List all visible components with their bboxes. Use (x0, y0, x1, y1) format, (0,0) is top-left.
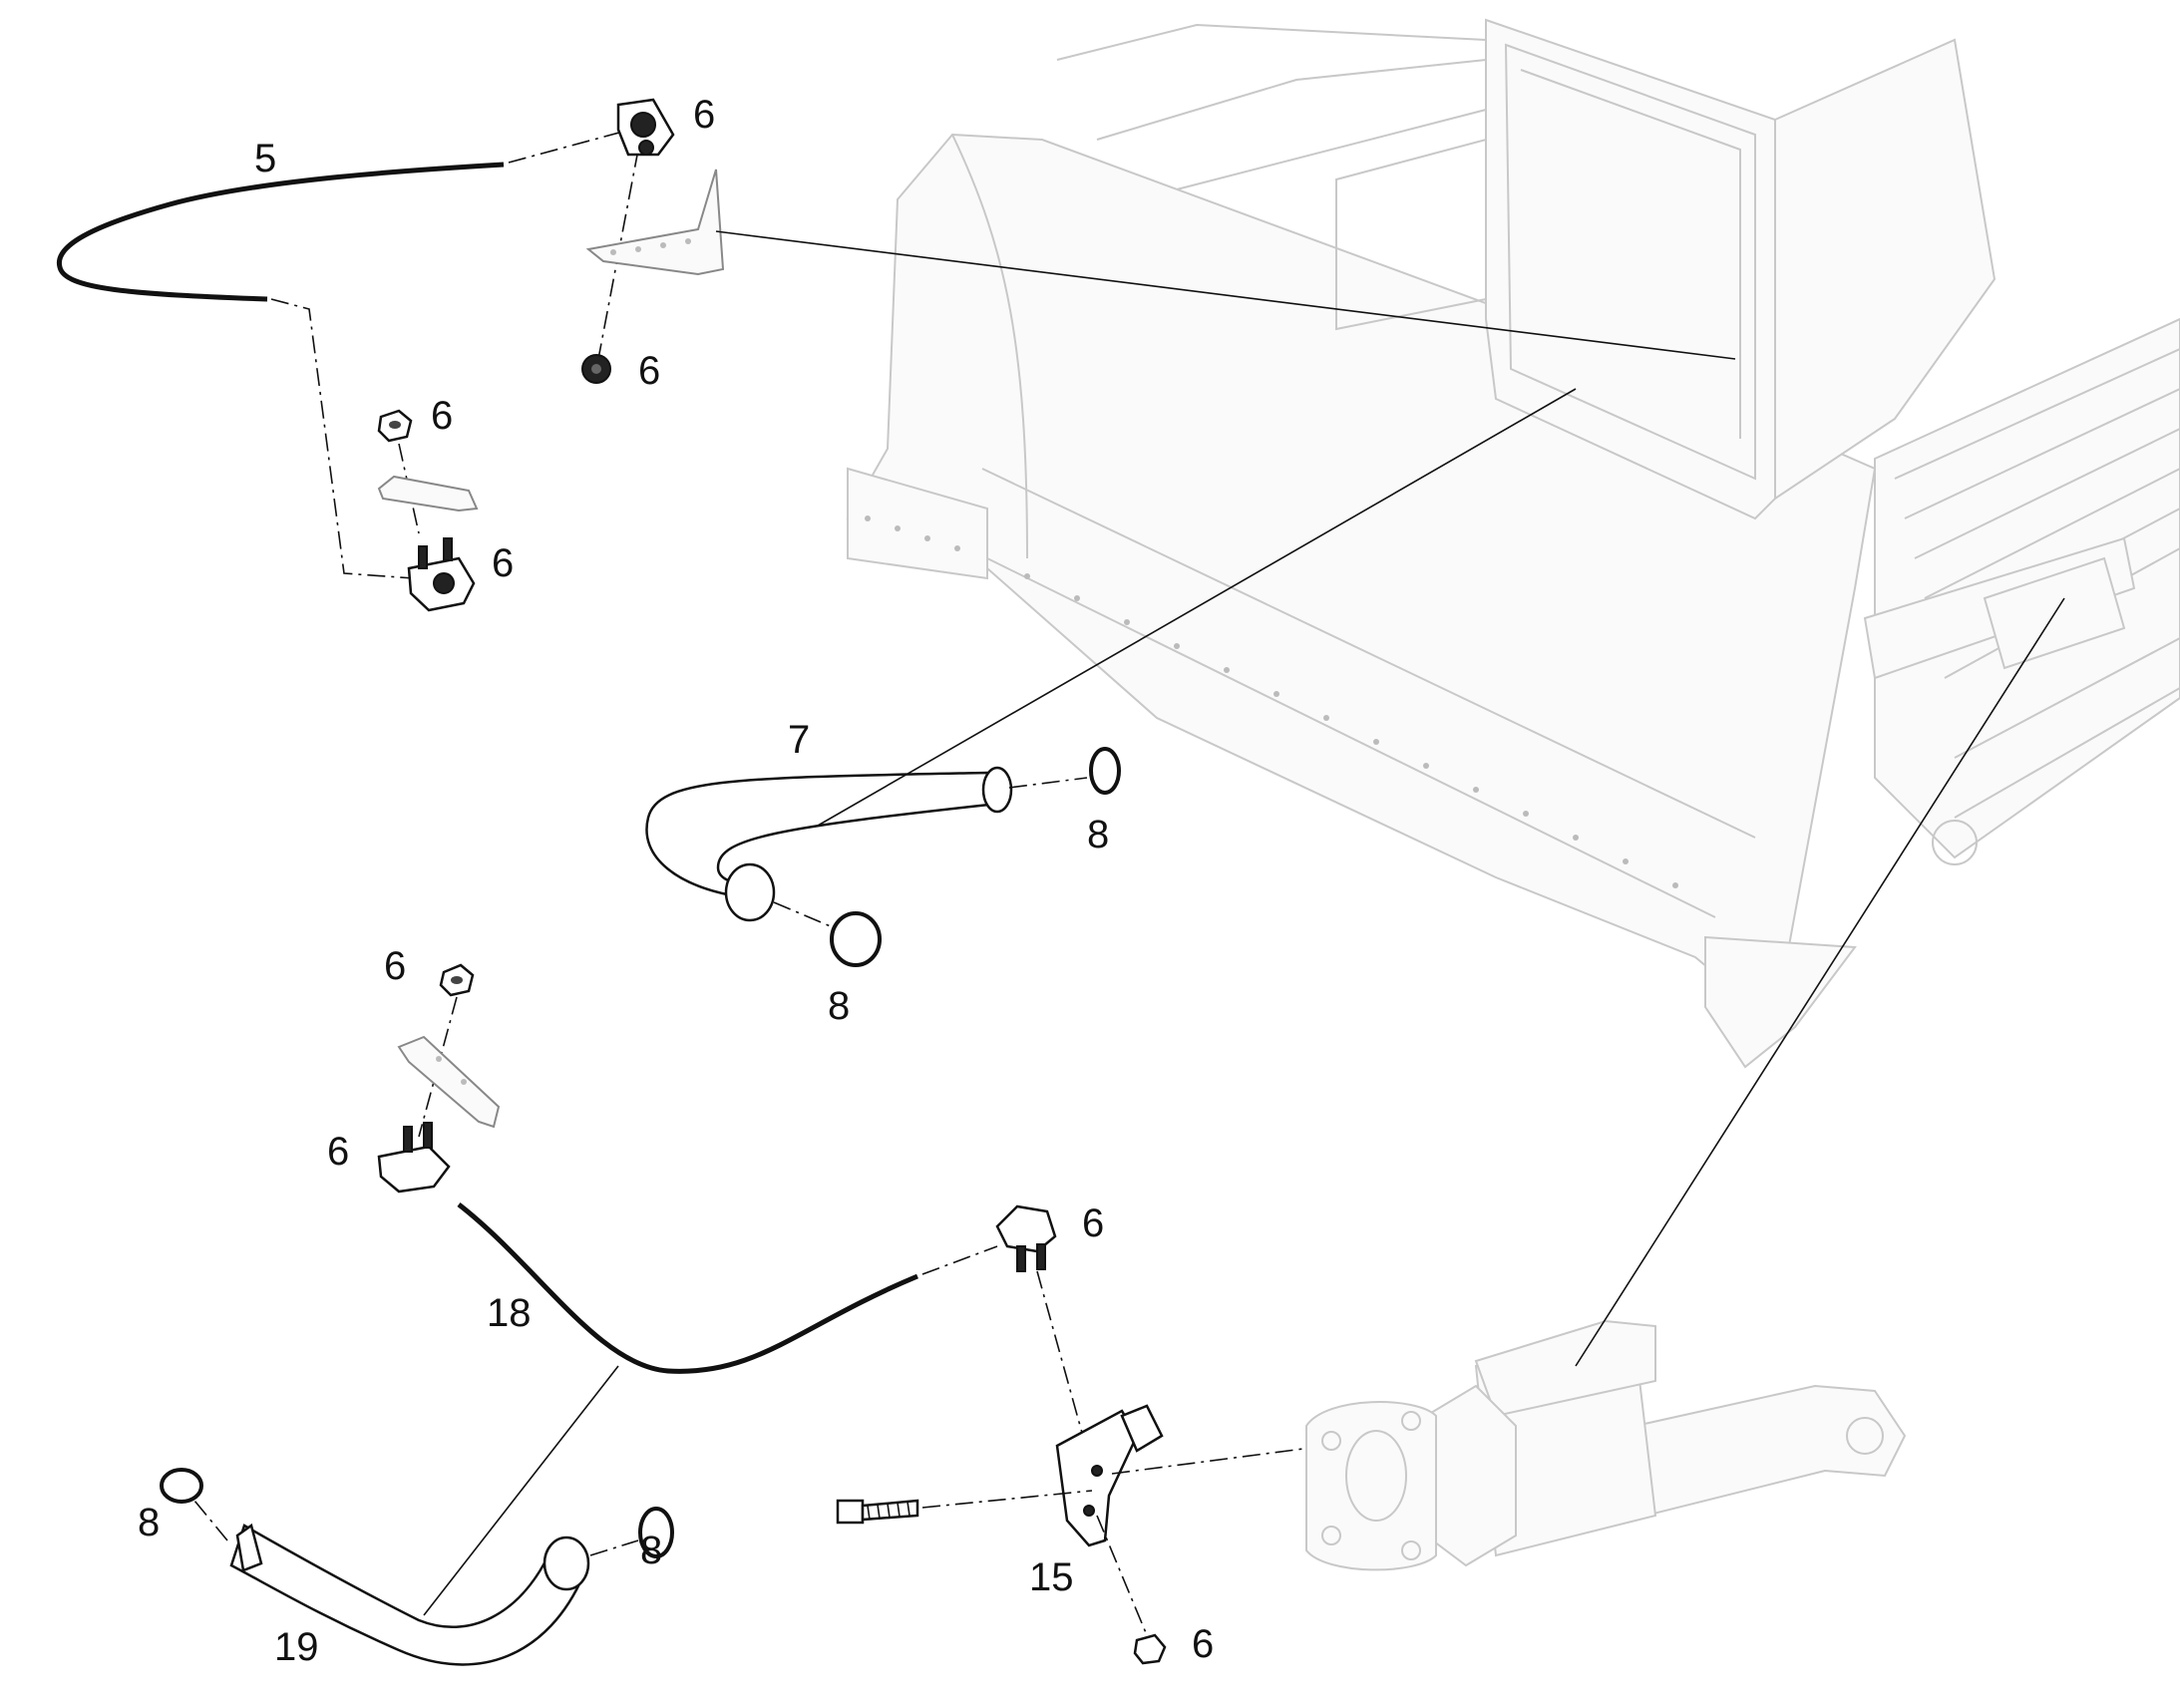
bracket-mid (397, 1035, 501, 1129)
hose-7-dashdot-right (1008, 777, 1088, 789)
cylinder-rod (1634, 1384, 1907, 1518)
clamp-right (995, 1204, 1057, 1272)
clamp-top (616, 98, 675, 157)
right-body (1774, 38, 1997, 501)
bracket-15-dashdot-right (1111, 1445, 1327, 1475)
blade-right-end (1704, 935, 1857, 1069)
hose-19-dashdot-left (193, 1500, 228, 1541)
callout-6-nut-bottom: 6 (1192, 1622, 1214, 1666)
callout-18: 18 (487, 1291, 532, 1335)
hose-19-dashdot-right (589, 1539, 639, 1556)
hose-7 (645, 771, 1010, 899)
callout-6-clamp-left: 6 (492, 541, 514, 585)
clamp-mid (377, 1122, 451, 1194)
push-arm-pin (1932, 820, 1978, 865)
callout-15: 15 (1029, 1555, 1074, 1599)
leader-lines (423, 230, 2065, 1616)
blade-left-end (847, 467, 988, 580)
clamp-left (407, 537, 476, 612)
callout-5: 5 (254, 137, 276, 180)
callout-6-clamp-top: 6 (693, 93, 715, 137)
nut-mid (439, 963, 475, 997)
hose-19-end-right (543, 1536, 590, 1591)
blade-top-edge (951, 134, 1028, 559)
ring-right (1089, 747, 1121, 795)
callout-6-nut-mid: 6 (384, 944, 406, 988)
cab-window (1504, 43, 1756, 481)
dozer-ghost-outline (846, 18, 2180, 1069)
callout-6-nut-left: 6 (431, 394, 453, 438)
hose-7-end-right (981, 766, 1013, 814)
cable-5-assembly (56, 129, 639, 579)
callout-8-ring-lower: 8 (828, 984, 850, 1028)
bracket-15-dashdot-down (1096, 1515, 1148, 1636)
callout-8-ring-right: 8 (1087, 813, 1109, 856)
push-arm-upper (1335, 138, 1487, 331)
bracket-left (377, 475, 479, 512)
cable-18 (457, 1202, 918, 1374)
engine-hood (1056, 23, 1487, 190)
bolt-dashdot (921, 1490, 1093, 1509)
blade-lower-edge (981, 468, 1756, 839)
callout-6-nut-top: 6 (638, 349, 660, 393)
blade-bolt-holes (865, 515, 1678, 888)
blade-cutting-edge (986, 557, 1716, 918)
cylinder-flange (1425, 1384, 1517, 1567)
hose-7-end-left (724, 862, 776, 922)
cable-18-dashdot (921, 1245, 998, 1275)
bracket-15 (1055, 1404, 1164, 1547)
cable-5-dashdot-top (508, 129, 631, 164)
clamp-right-dashdot (1036, 1270, 1088, 1452)
hose-7-assembly (645, 747, 1121, 967)
nut-top (581, 354, 611, 384)
callout-labels: 5 6 6 6 6 7 8 8 6 6 6 18 8 8 15 19 6 (138, 93, 1214, 1669)
track-lower (1954, 637, 2180, 819)
bolt (836, 1499, 919, 1525)
track-shoes (1894, 348, 2180, 679)
callout-6-clamp-right: 6 (1082, 1201, 1104, 1245)
nut-left (377, 409, 413, 443)
ring-lower (830, 911, 882, 967)
callout-19: 19 (274, 1625, 319, 1669)
ring-far-left (160, 1468, 203, 1504)
cable-5-dashdot-left (270, 298, 415, 579)
cable-5 (56, 162, 505, 302)
bracket-top (585, 169, 725, 276)
nut-bottom (1133, 1633, 1167, 1665)
callout-8-ring-near: 8 (640, 1529, 662, 1572)
hose-19-assembly (160, 1468, 674, 1666)
hydraulic-cylinder (1305, 1319, 1907, 1571)
callout-7: 7 (788, 718, 810, 762)
callout-8-ring-far-left: 8 (138, 1501, 160, 1544)
hose-7-dashdot-left (773, 901, 834, 928)
cab-inner (1520, 69, 1741, 439)
hose-19-end-left-band (235, 1523, 263, 1572)
callout-6-clamp-mid: 6 (327, 1130, 349, 1174)
ring-near (638, 1507, 674, 1558)
